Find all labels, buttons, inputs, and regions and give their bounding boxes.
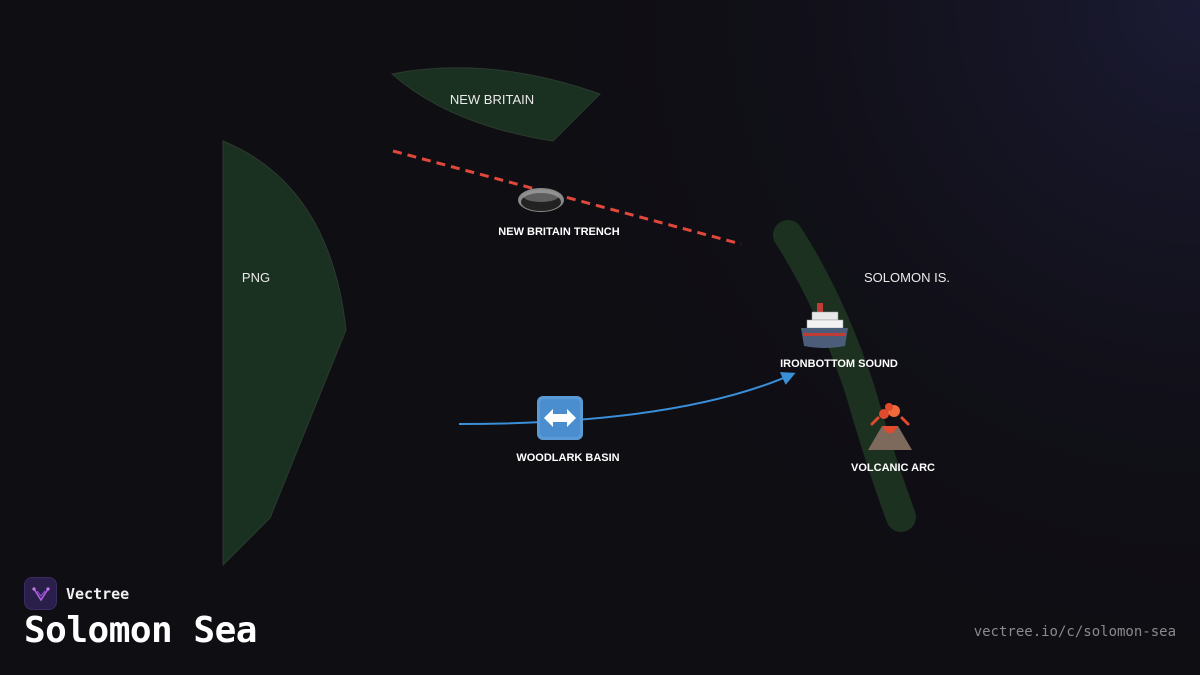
page-url[interactable]: vectree.io/c/solomon-sea [973,624,1176,640]
left-right-arrow-icon [537,396,583,440]
ship-icon [801,303,848,348]
page-title: Solomon Sea [24,610,257,651]
ironbottom-label: IRONBOTTOM SOUND [780,358,898,370]
volcanic-label: VOLCANIC ARC [851,462,935,474]
png-landmass [222,140,347,567]
brand-name: Vectree [66,584,130,603]
vectree-logo-icon [24,577,57,610]
new-britain-landmass [390,67,601,142]
trench-label: NEW BRITAIN TRENCH [498,226,619,238]
png-label: PNG [242,270,270,285]
flow-arrow [458,372,796,425]
solomon-islands-arc [773,220,916,532]
new-britain-label: NEW BRITAIN [450,92,534,107]
solomon-is-label: SOLOMON IS. [864,270,950,285]
volcano-icon [868,403,912,450]
brand: Vectree [24,577,129,610]
woodlark-label: WOODLARK BASIN [516,452,619,464]
hole-icon [518,188,564,212]
trench-line [392,149,742,246]
